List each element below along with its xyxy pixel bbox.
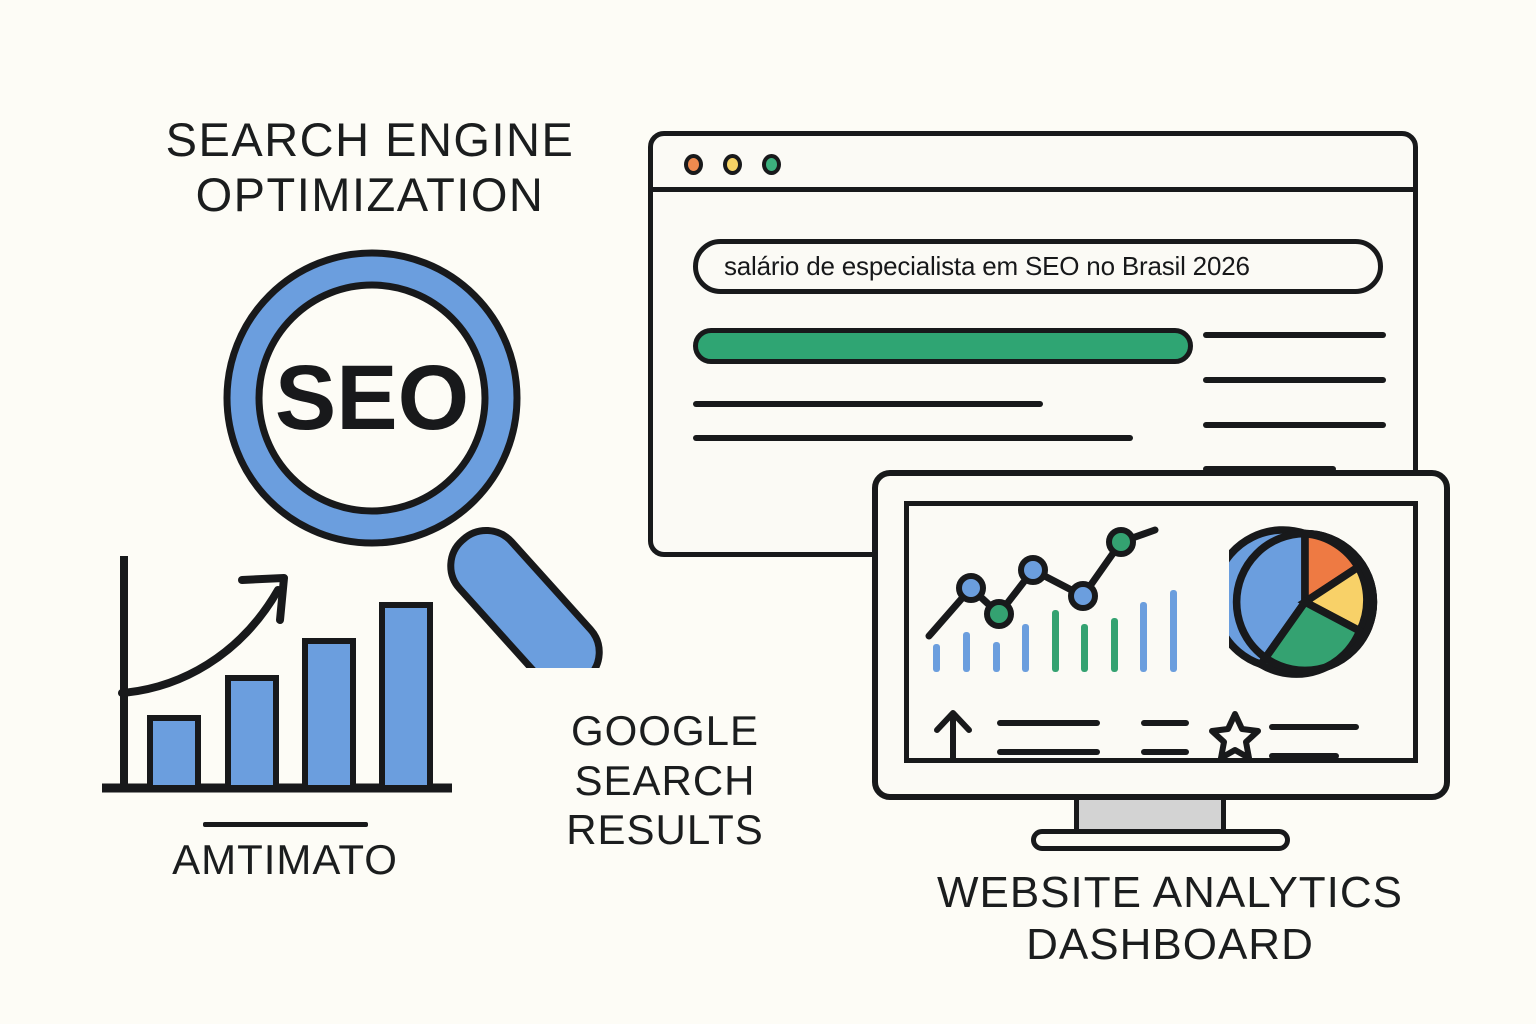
magnifier-lens-label: SEO [275, 347, 469, 449]
browser-titlebar [653, 136, 1413, 192]
summary-line [997, 749, 1100, 755]
result-text-line [693, 435, 1133, 441]
highlighted-search-result[interactable] [693, 328, 1193, 364]
seo-growth-bar-chart [102, 556, 452, 793]
bar-4 [379, 602, 433, 791]
summary-line [1269, 753, 1339, 758]
summary-line [1141, 749, 1189, 755]
spark-bar [1052, 610, 1059, 672]
search-input[interactable]: salário de especialista em SEO no Brasil… [693, 239, 1383, 294]
monitor-stand-base [1031, 829, 1290, 851]
trend-marker [956, 573, 986, 603]
spark-bar [1140, 602, 1147, 672]
result-text-line [1203, 377, 1386, 383]
bar-3 [302, 638, 356, 791]
star-icon [1209, 711, 1261, 758]
result-text-line [1203, 422, 1386, 428]
trend-marker [1018, 555, 1048, 585]
trend-marker [984, 599, 1014, 629]
trend-marker [1068, 581, 1098, 611]
caption-google-results: GOOGLE SEARCH RESULTS [566, 707, 764, 854]
caption-dashboard: WEBSITE ANALYTICS DASHBOARD [936, 868, 1404, 969]
window-close-dot[interactable] [684, 154, 703, 175]
page-title-seo: SEARCH ENGINE OPTIMIZATION [165, 113, 575, 222]
chart-bars [147, 602, 433, 791]
dashboard-trendline-chart [925, 526, 1159, 640]
window-maximize-dot[interactable] [762, 154, 781, 175]
up-arrow-icon [934, 710, 972, 758]
search-input-value: salário de especialista em SEO no Brasil… [724, 251, 1250, 281]
browser-window: salário de especialista em SEO no Brasil… [648, 131, 1418, 557]
summary-line [1269, 724, 1359, 730]
caption-bar-chart: AMTIMATO [172, 836, 398, 883]
spark-bar [1111, 618, 1118, 672]
spark-bar [963, 632, 970, 672]
spark-bar [1081, 624, 1088, 672]
dashboard-screen [904, 501, 1418, 763]
magnifier-lens [255, 281, 489, 515]
result-text-line [1203, 466, 1336, 472]
dashboard-pie-chart [1229, 526, 1378, 678]
bar-1 [147, 715, 201, 791]
window-minimize-dot[interactable] [723, 154, 742, 175]
spark-bar [933, 644, 940, 672]
summary-line [1141, 720, 1189, 726]
caption-rule [203, 822, 368, 827]
magnifier-handle [447, 526, 603, 668]
trend-marker [1106, 527, 1136, 557]
analytics-monitor [872, 470, 1450, 800]
growth-arrow-icon [118, 574, 288, 697]
magnifier-icon: SEO [223, 249, 603, 668]
result-text-line [1203, 332, 1386, 338]
result-text-line [693, 401, 1043, 407]
summary-line [997, 720, 1100, 726]
spark-bar [993, 642, 1000, 672]
bar-2 [225, 675, 279, 791]
spark-bar [1170, 590, 1177, 672]
spark-bar [1022, 624, 1029, 672]
